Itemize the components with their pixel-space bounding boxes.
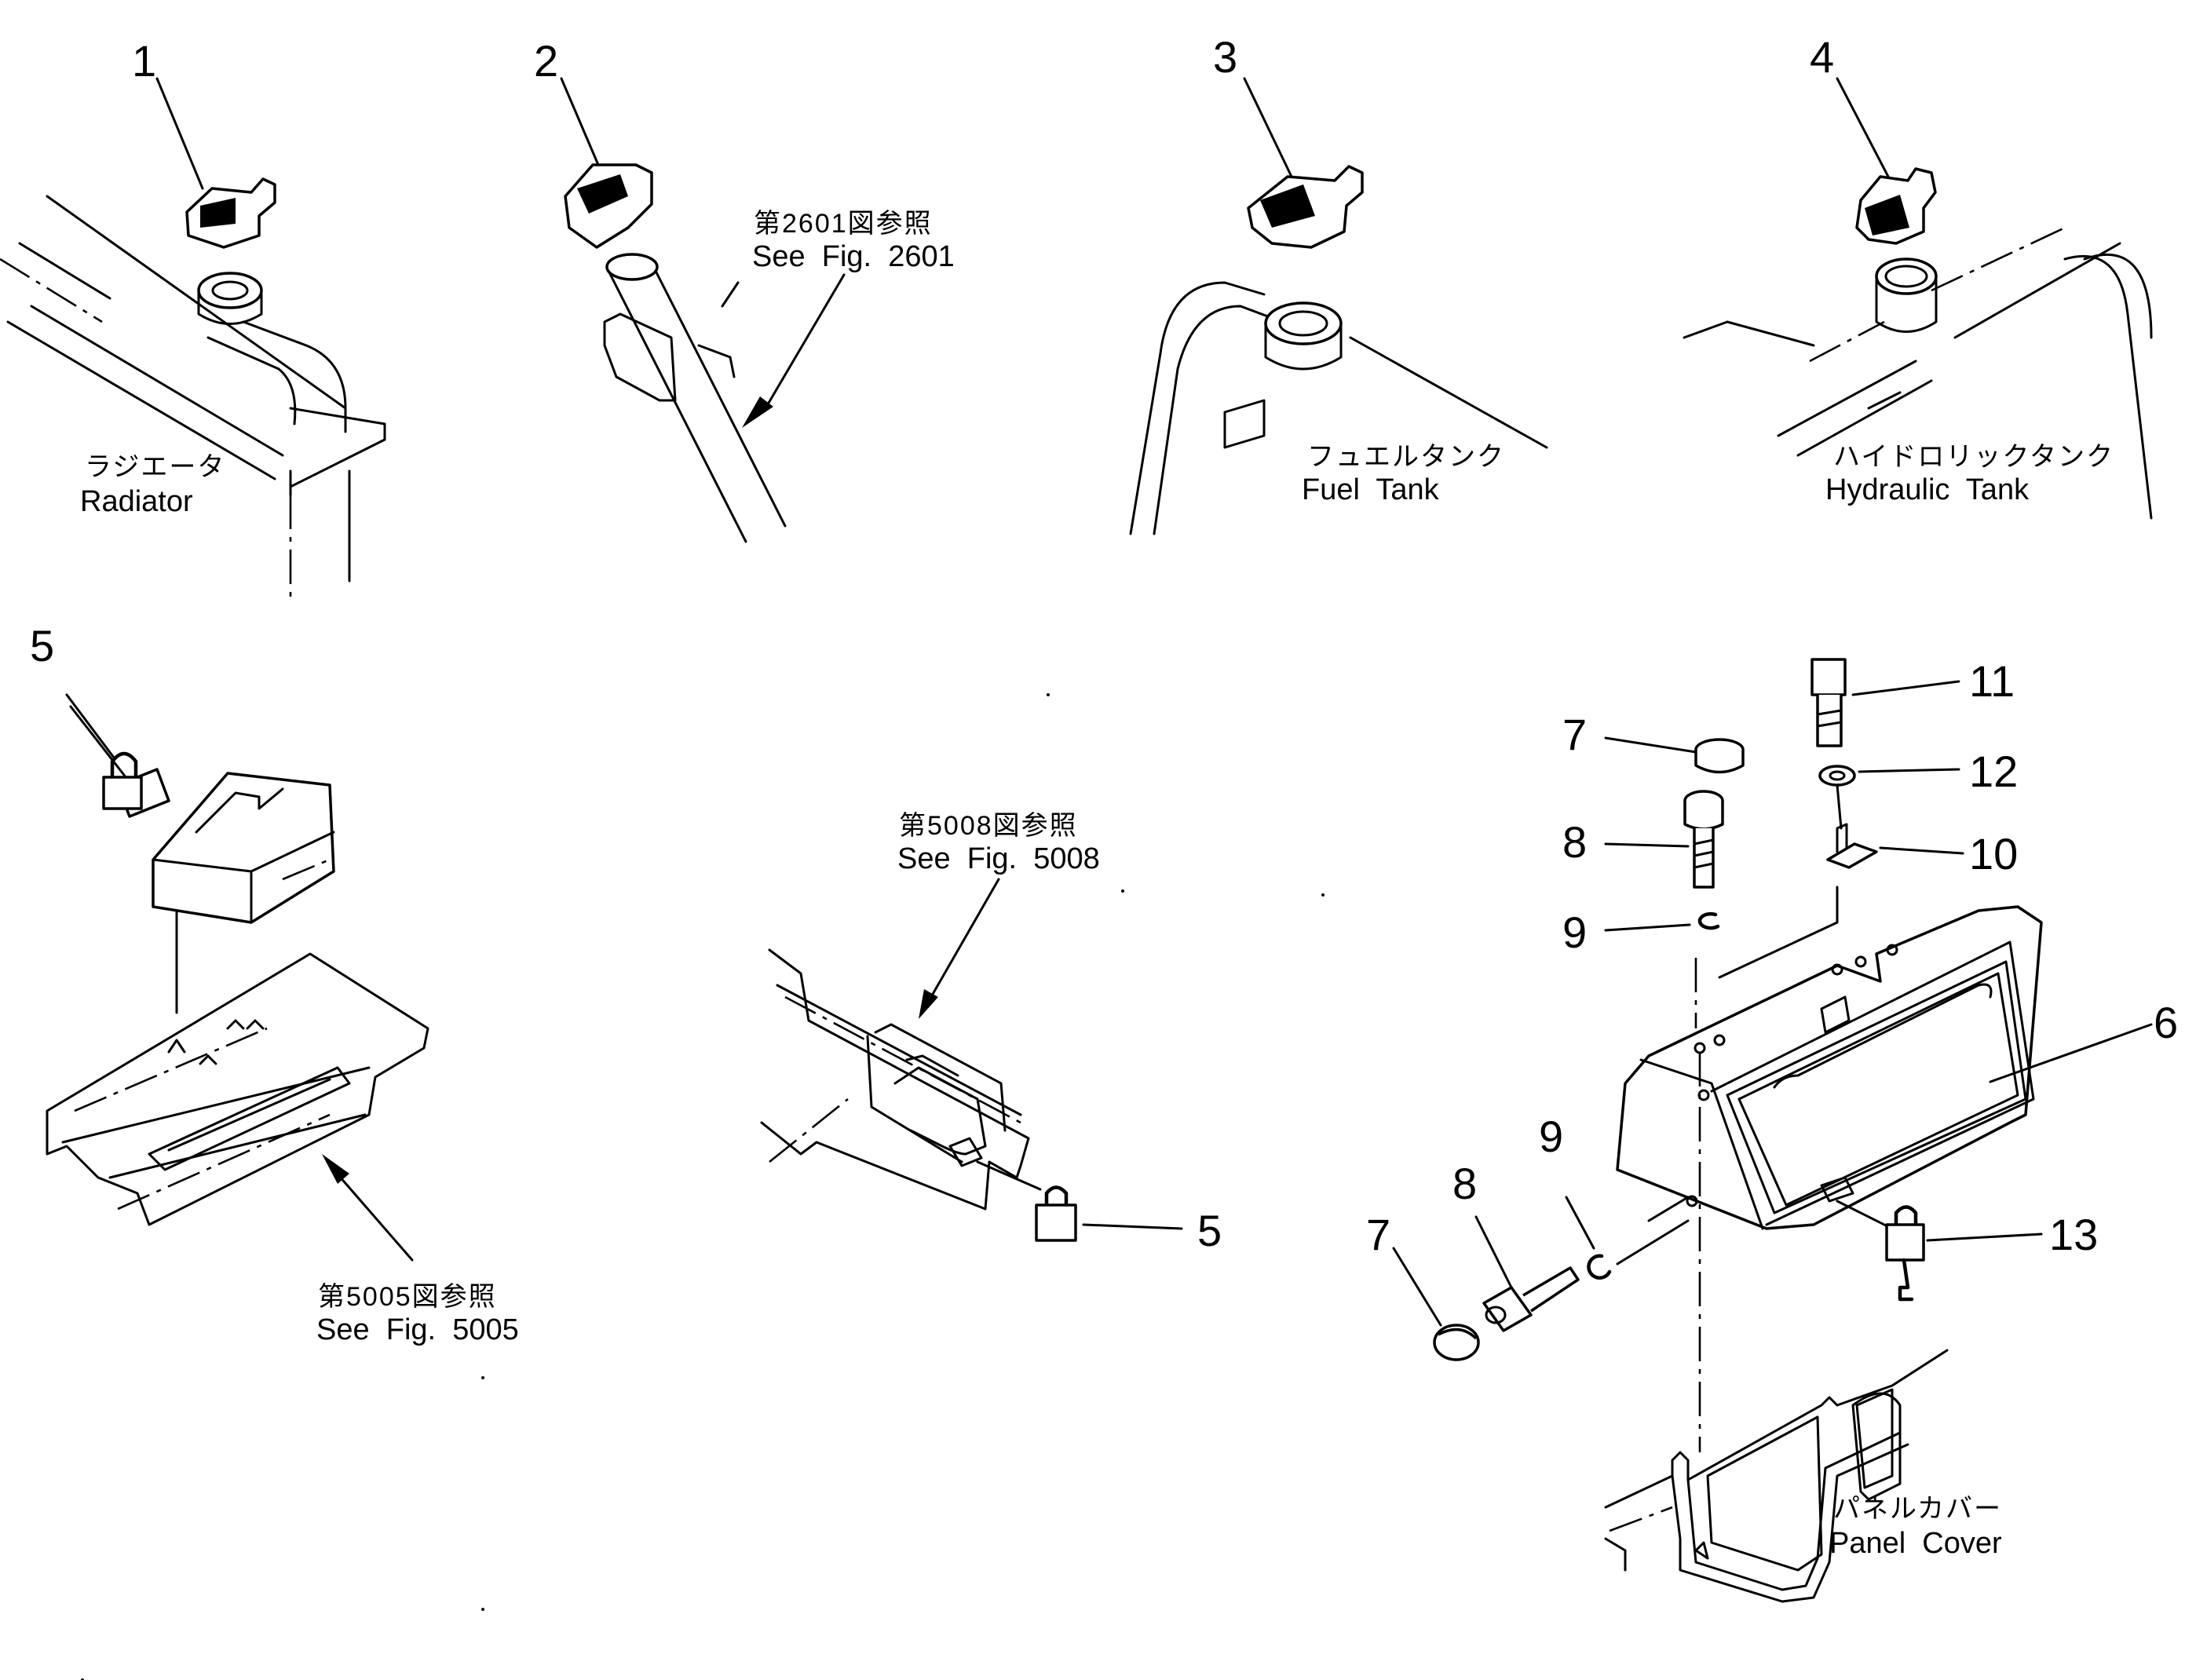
fig2601-leader (742, 273, 846, 428)
callout-number: 9 (1562, 908, 1588, 957)
callout-6-leader (1989, 1023, 2153, 1083)
washer-icon (1818, 765, 1960, 830)
plug-icon (1392, 1247, 1480, 1361)
callout-number: 13 (2049, 1210, 2099, 1259)
callout-number: 8 (1452, 1159, 1478, 1208)
padlock-icon (65, 693, 143, 810)
fuel-tank-label: Fuel Tank (1302, 473, 1439, 506)
callout-number: 8 (1562, 817, 1588, 867)
reference-5005-jp: 第5005図参照 (318, 1282, 497, 1312)
hydraulic-tank-assembly (1683, 226, 2153, 520)
callout-number: 5 (30, 621, 55, 670)
callout-number: 6 (2154, 998, 2179, 1047)
floor-frame-assembly (760, 948, 1030, 1211)
radiator-cap-icon (155, 77, 276, 249)
callout-number: 3 (1213, 32, 1238, 82)
hydraulic-tank-label-jp: ハイドロリックタンク (1833, 442, 2114, 472)
hydraulic-tank-label: Hydraulic Tank (1825, 473, 2030, 506)
fuel-tank-assembly (1129, 281, 1548, 535)
radiator-label: Radiator (80, 485, 193, 518)
snap-ring-icon (1604, 911, 1720, 932)
callout-number: 4 (1810, 32, 1835, 82)
callout-number: 5 (1197, 1206, 1222, 1255)
callout-number: 9 (1539, 1112, 1564, 1161)
padlock-icon (976, 1160, 1183, 1242)
bolt-icon (1604, 790, 1724, 889)
reference-5005: See Fig. 5005 (316, 1313, 519, 1346)
key-padlock-icon (1885, 1205, 2043, 1302)
radiator-label-jp: ラジエータ (85, 452, 226, 482)
snap-ring-icon (1565, 1196, 1690, 1280)
fuel-cap-icon (1243, 77, 1364, 249)
reference-5008: See Fig. 5008 (897, 842, 1100, 875)
callout-number: 10 (1969, 829, 2019, 878)
callout-number: 12 (1969, 747, 2019, 796)
fig5005-leader (322, 1154, 414, 1262)
reference-5008-jp: 第5008図参照 (899, 811, 1078, 841)
fig5008-leader (919, 878, 1000, 1019)
callout-number: 11 (1969, 656, 2015, 706)
bolt-icon (1474, 1215, 1580, 1332)
callout-number: 1 (132, 36, 157, 86)
reference-2601: See Fig. 2601 (752, 240, 955, 273)
plug-icon (1604, 736, 1745, 774)
callout-number: 7 (1562, 710, 1588, 759)
reference-2601-jp: 第2601図参照 (754, 209, 933, 239)
callout-number: 7 (1366, 1210, 1391, 1259)
hydraulic-cap-icon (1836, 77, 1937, 245)
hinge-icon (1826, 823, 1964, 869)
filler-cap-icon (560, 77, 653, 249)
panel-cover-assembly (1604, 886, 2043, 1603)
radiator-assembly (0, 195, 386, 597)
callout-number: 2 (534, 36, 559, 86)
filler-pipe-assembly (603, 253, 787, 543)
fuel-tank-label-jp: フュエルタンク (1307, 442, 1505, 472)
panel-cover-label-jp: パネルカバー (1833, 1494, 2002, 1524)
panel-cover-label: Panel Cover (1829, 1527, 2002, 1560)
bolt-icon (1810, 658, 1960, 747)
